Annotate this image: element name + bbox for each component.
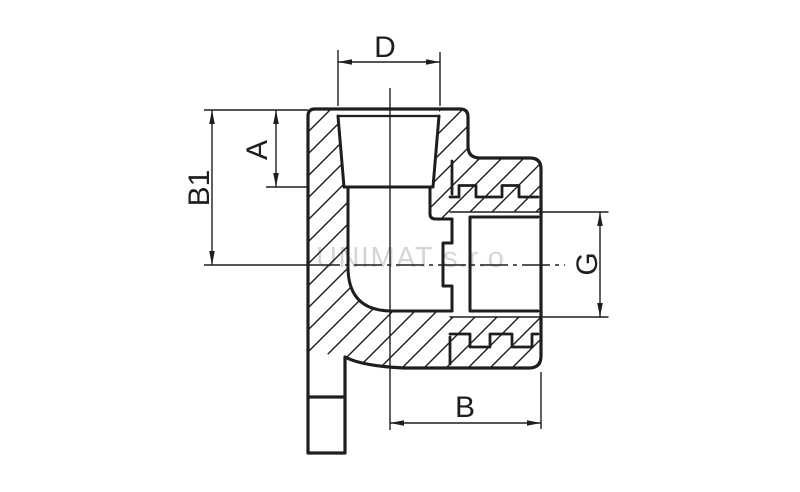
dim-d-label: D (374, 31, 396, 64)
dimension-g: G (571, 212, 604, 317)
thread-bore (468, 215, 540, 313)
dim-a-label: A (241, 140, 274, 160)
thread-profile-top (448, 159, 540, 199)
dimension-d: D (337, 31, 441, 106)
elbow-chamber-right (428, 185, 454, 221)
centerlines (204, 88, 565, 430)
dim-a-extension-lines (204, 109, 308, 188)
dim-d-extension-lines (337, 50, 441, 106)
outer-profile (306, 107, 543, 455)
dim-b1-label: B1 (183, 170, 216, 207)
dim-g-label: G (571, 252, 604, 275)
thread-profile-bottom (448, 332, 540, 366)
dim-b-label: B (455, 391, 475, 424)
dimension-b: B (390, 372, 542, 429)
thread-crest-lines (449, 211, 609, 318)
dimension-b1: B1 (183, 110, 216, 265)
section-hatching (308, 109, 541, 368)
dimension-a: A (204, 109, 308, 188)
fitting-outline (306, 107, 609, 455)
socket-bore (336, 114, 441, 189)
